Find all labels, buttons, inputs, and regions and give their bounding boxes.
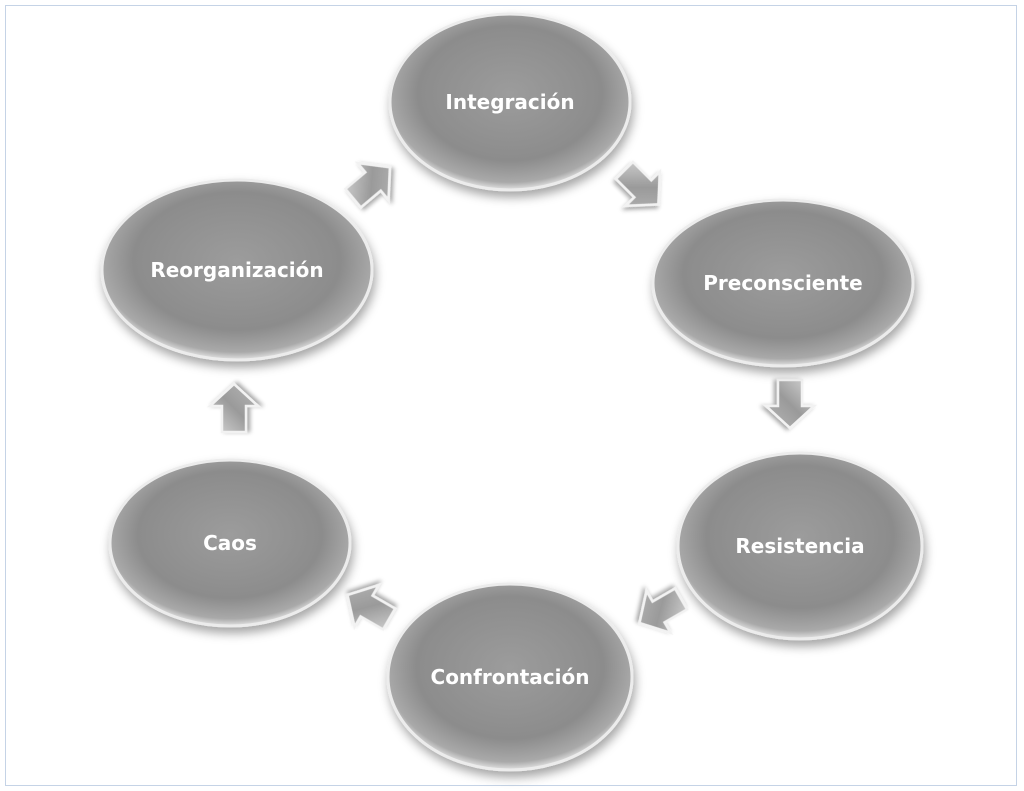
node-label-preconsciente: Preconsciente	[703, 271, 862, 295]
arrow-preconsciente-to-resistencia	[762, 378, 818, 430]
arrow-confrontacion-to-caos	[346, 583, 397, 632]
node-resistencia: Resistencia	[676, 451, 924, 641]
arrow-caos-to-reorganizacion	[206, 382, 262, 434]
node-label-resistencia: Resistencia	[735, 534, 864, 558]
node-label-confrontacion: Confrontación	[431, 665, 590, 689]
node-label-reorganizacion: Reorganización	[150, 258, 323, 282]
node-label-integracion: Integración	[445, 90, 574, 114]
node-reorganizacion: Reorganización	[100, 178, 374, 362]
arrow-integracion-to-preconsciente	[614, 160, 662, 208]
node-caos: Caos	[108, 458, 352, 628]
arrow-resistencia-to-confrontacion	[638, 586, 689, 635]
node-label-caos: Caos	[203, 531, 257, 555]
node-integracion: Integración	[388, 12, 632, 192]
arrow-reorganizacion-to-integracion	[343, 161, 392, 210]
node-confrontacion: Confrontación	[386, 582, 634, 772]
node-preconsciente: Preconsciente	[651, 198, 915, 368]
